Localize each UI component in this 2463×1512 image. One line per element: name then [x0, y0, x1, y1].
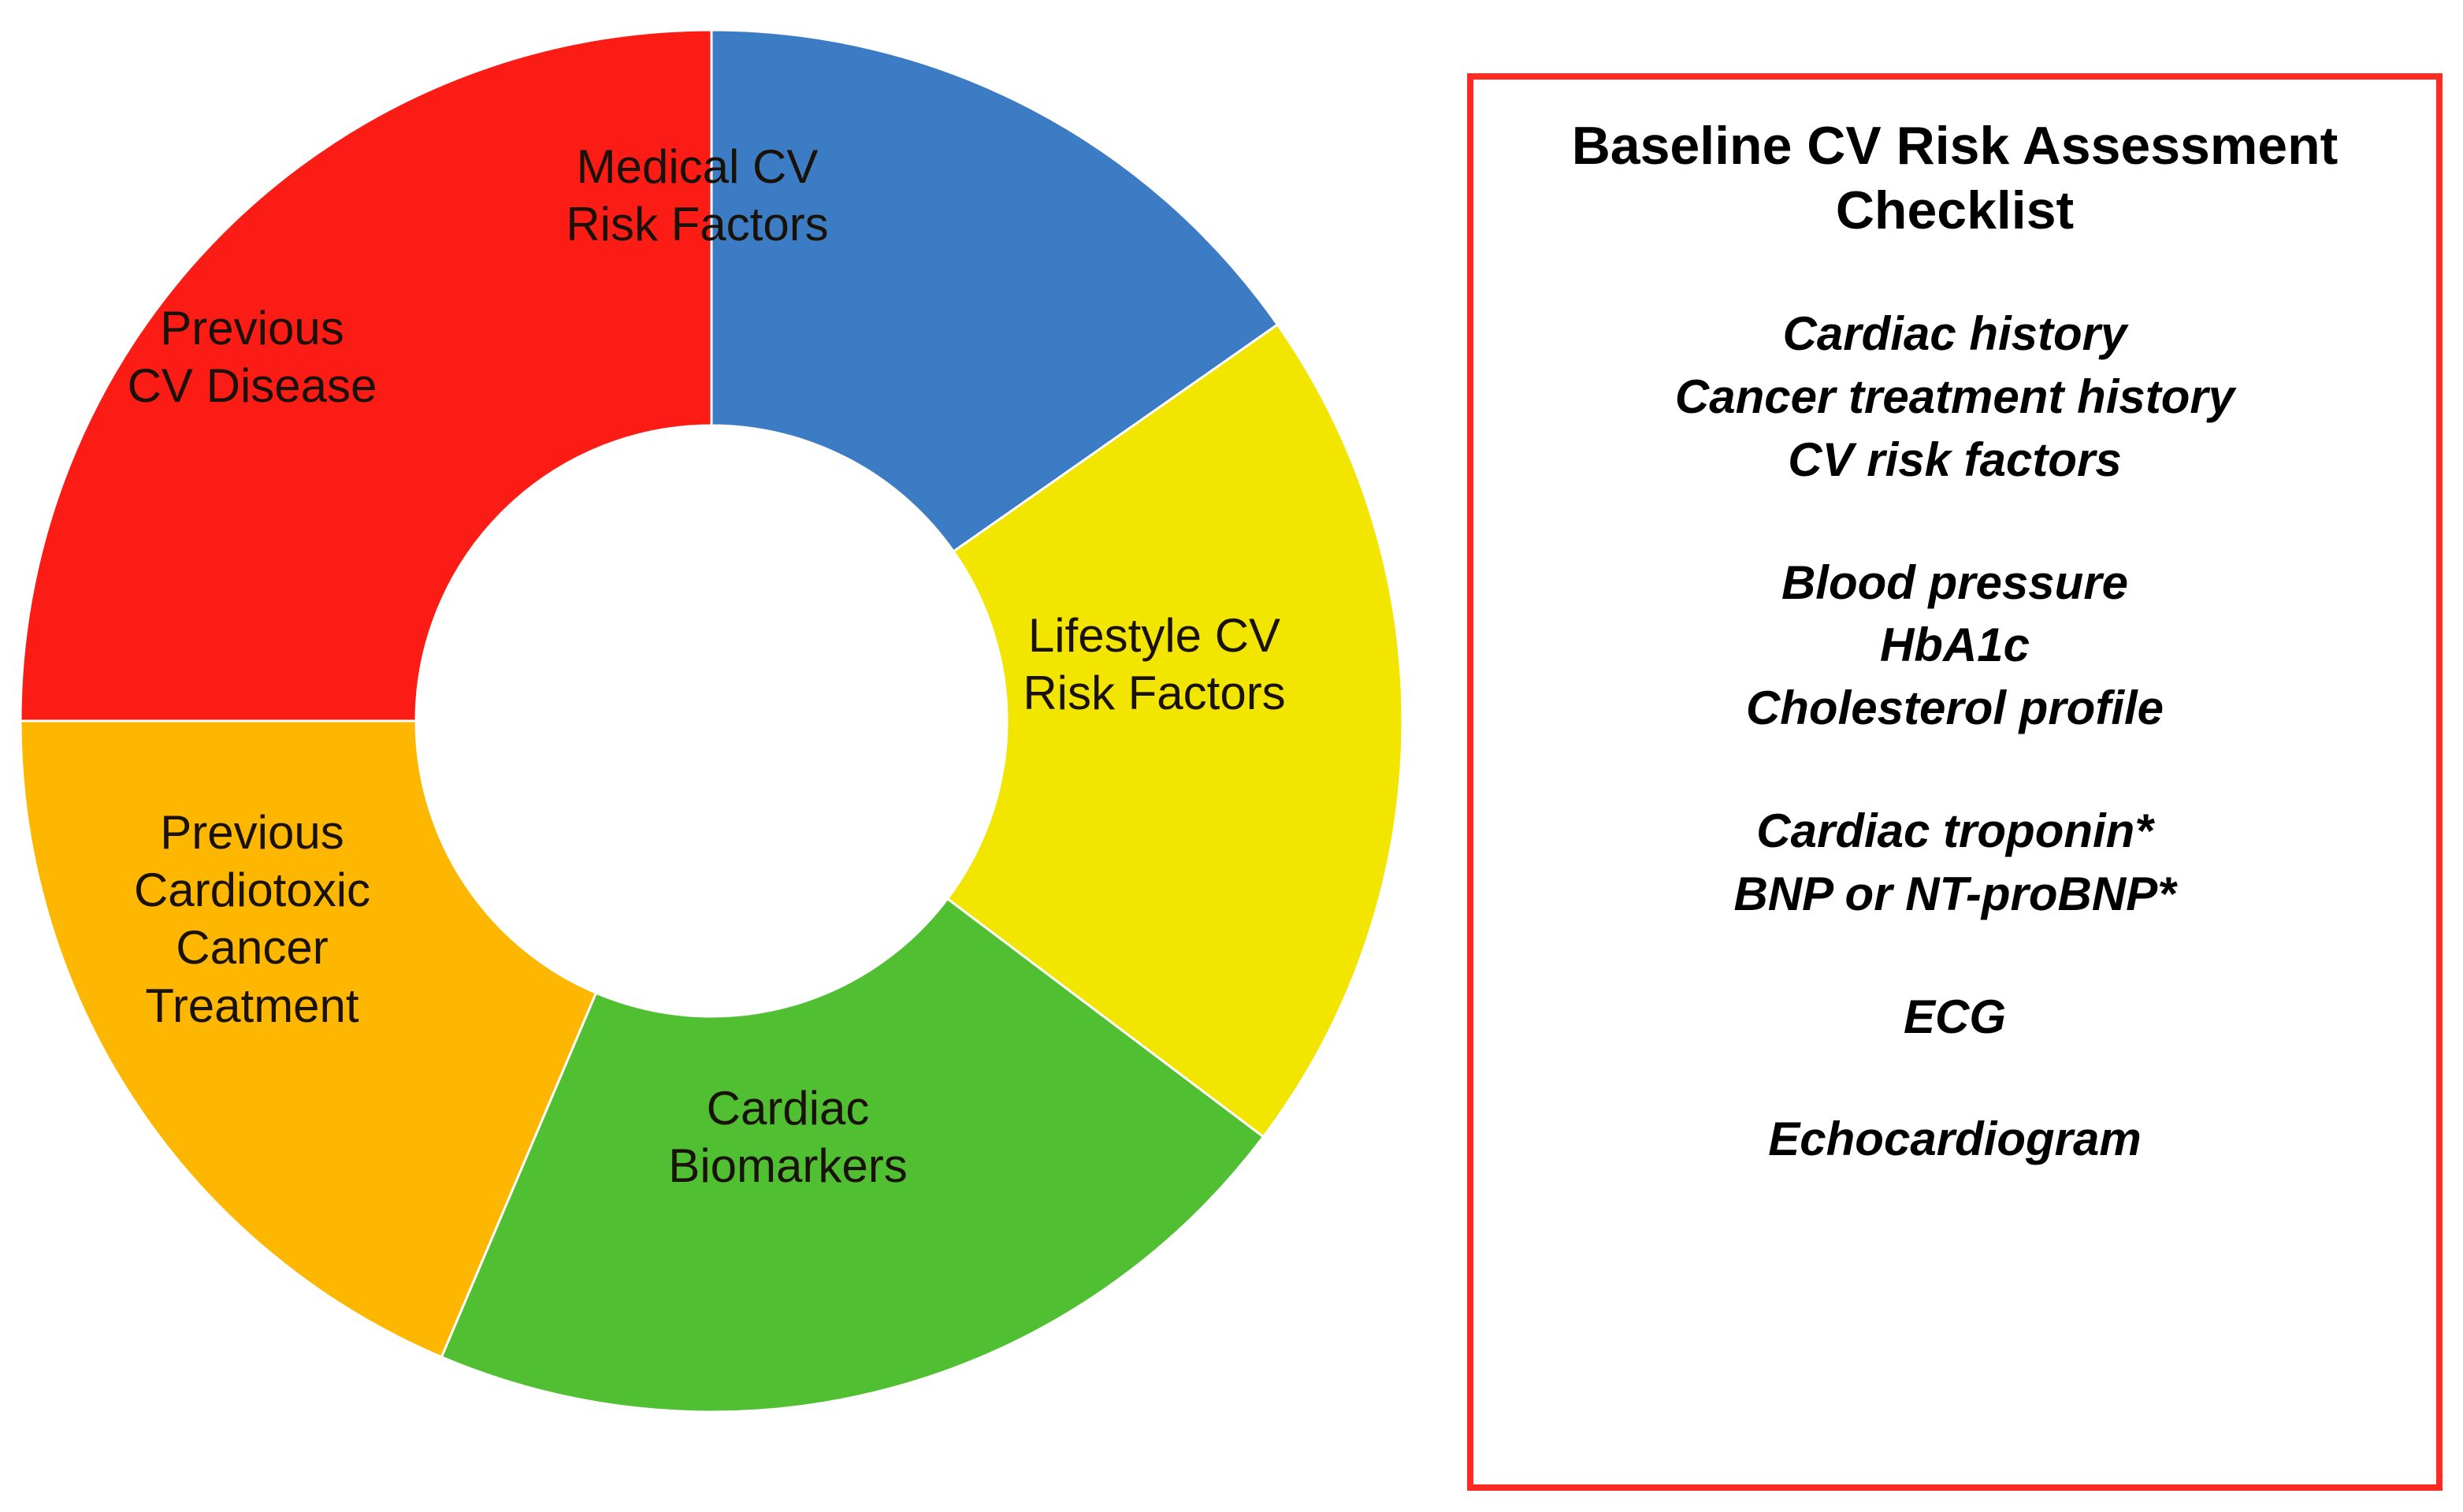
checklist-item: Cholesterol profile [1745, 682, 2164, 735]
checklist-item: Cardiac troponin* [1756, 804, 2153, 857]
donut-segment-previous-cardiotoxic-cancer-treatment [19, 719, 598, 1359]
checklist-item: HbA1c [1879, 619, 2030, 672]
donut-segment-label-cardiac-biomarkers: Cardiac Biomarkers [668, 1082, 908, 1193]
checklist-item: Echocardiogram [1768, 1113, 2142, 1166]
donut-segment-label-medical-cv-risk-factors: Medical CV Risk Factors [566, 140, 829, 251]
checklist-item: Cardiac history [1782, 307, 2127, 361]
checklist-item: BNP or NT-proBNP* [1733, 867, 2176, 920]
checklist-group-imaging: Echocardiogram [1675, 1108, 2235, 1171]
cv-risk-donut-diagram: Medical CV Risk Factors Lifestyle CV Ris… [19, 28, 1404, 1414]
checklist-item: ECG [1903, 990, 2007, 1043]
donut-segment-medical-cv-risk-factors [710, 28, 1280, 553]
donut-segment-label-previous-cv-disease: Previous CV Disease [127, 302, 377, 413]
donut-chart-svg [19, 28, 1404, 1414]
donut-segment-previous-cv-disease [19, 28, 713, 723]
donut-segment-label-previous-cardiotoxic-cancer-treatment: Previous Cardiotoxic Cancer Treatment [133, 806, 371, 1032]
checklist-item: Cancer treatment history [1674, 370, 2235, 423]
baseline-cv-risk-assessment-checklist-panel: Baseline CV Risk Assessment Checklist Ca… [1467, 73, 2443, 1491]
checklist-group-biomarkers: Cardiac troponin* BNP or NT-proBNP* [1675, 800, 2235, 926]
checklist-item: CV risk factors [1788, 433, 2122, 486]
checklist-group-ecg: ECG [1675, 986, 2235, 1049]
checklist-title: Baseline CV Risk Assessment Checklist [1571, 116, 2339, 240]
checklist-item: Blood pressure [1781, 555, 2129, 609]
donut-segment-label-lifestyle-cv-risk-factors: Lifestyle CV Risk Factors [1023, 609, 1286, 720]
donut-segment-cardiac-biomarkers [440, 897, 1265, 1414]
donut-segment-lifestyle-cv-risk-factors [945, 322, 1404, 1139]
